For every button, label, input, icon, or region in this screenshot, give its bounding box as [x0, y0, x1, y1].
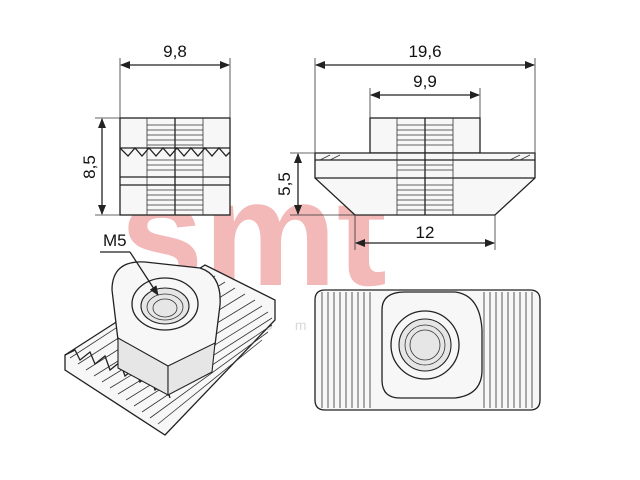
dim-side-bottom-width: 12	[416, 223, 435, 242]
top-view	[314, 289, 541, 411]
dim-front-height: 8,5	[80, 155, 99, 179]
thread-label: M5	[103, 231, 127, 250]
dim-side-total-width: 19,6	[408, 42, 441, 61]
iso-thread-hole	[140, 287, 190, 325]
dim-side-top-width: 9,9	[413, 72, 437, 91]
top-thread-hole	[398, 318, 452, 372]
dim-side-height: 5,5	[275, 172, 294, 196]
front-view: 9,8 8,5	[80, 42, 231, 216]
top-ridges	[321, 292, 533, 408]
side-view: 19,6 9,9 5,5 12	[275, 42, 536, 250]
isometric-view: M5	[64, 231, 276, 436]
dim-front-width: 9,8	[163, 42, 187, 61]
front-thread	[119, 118, 231, 215]
side-thread	[396, 118, 454, 215]
